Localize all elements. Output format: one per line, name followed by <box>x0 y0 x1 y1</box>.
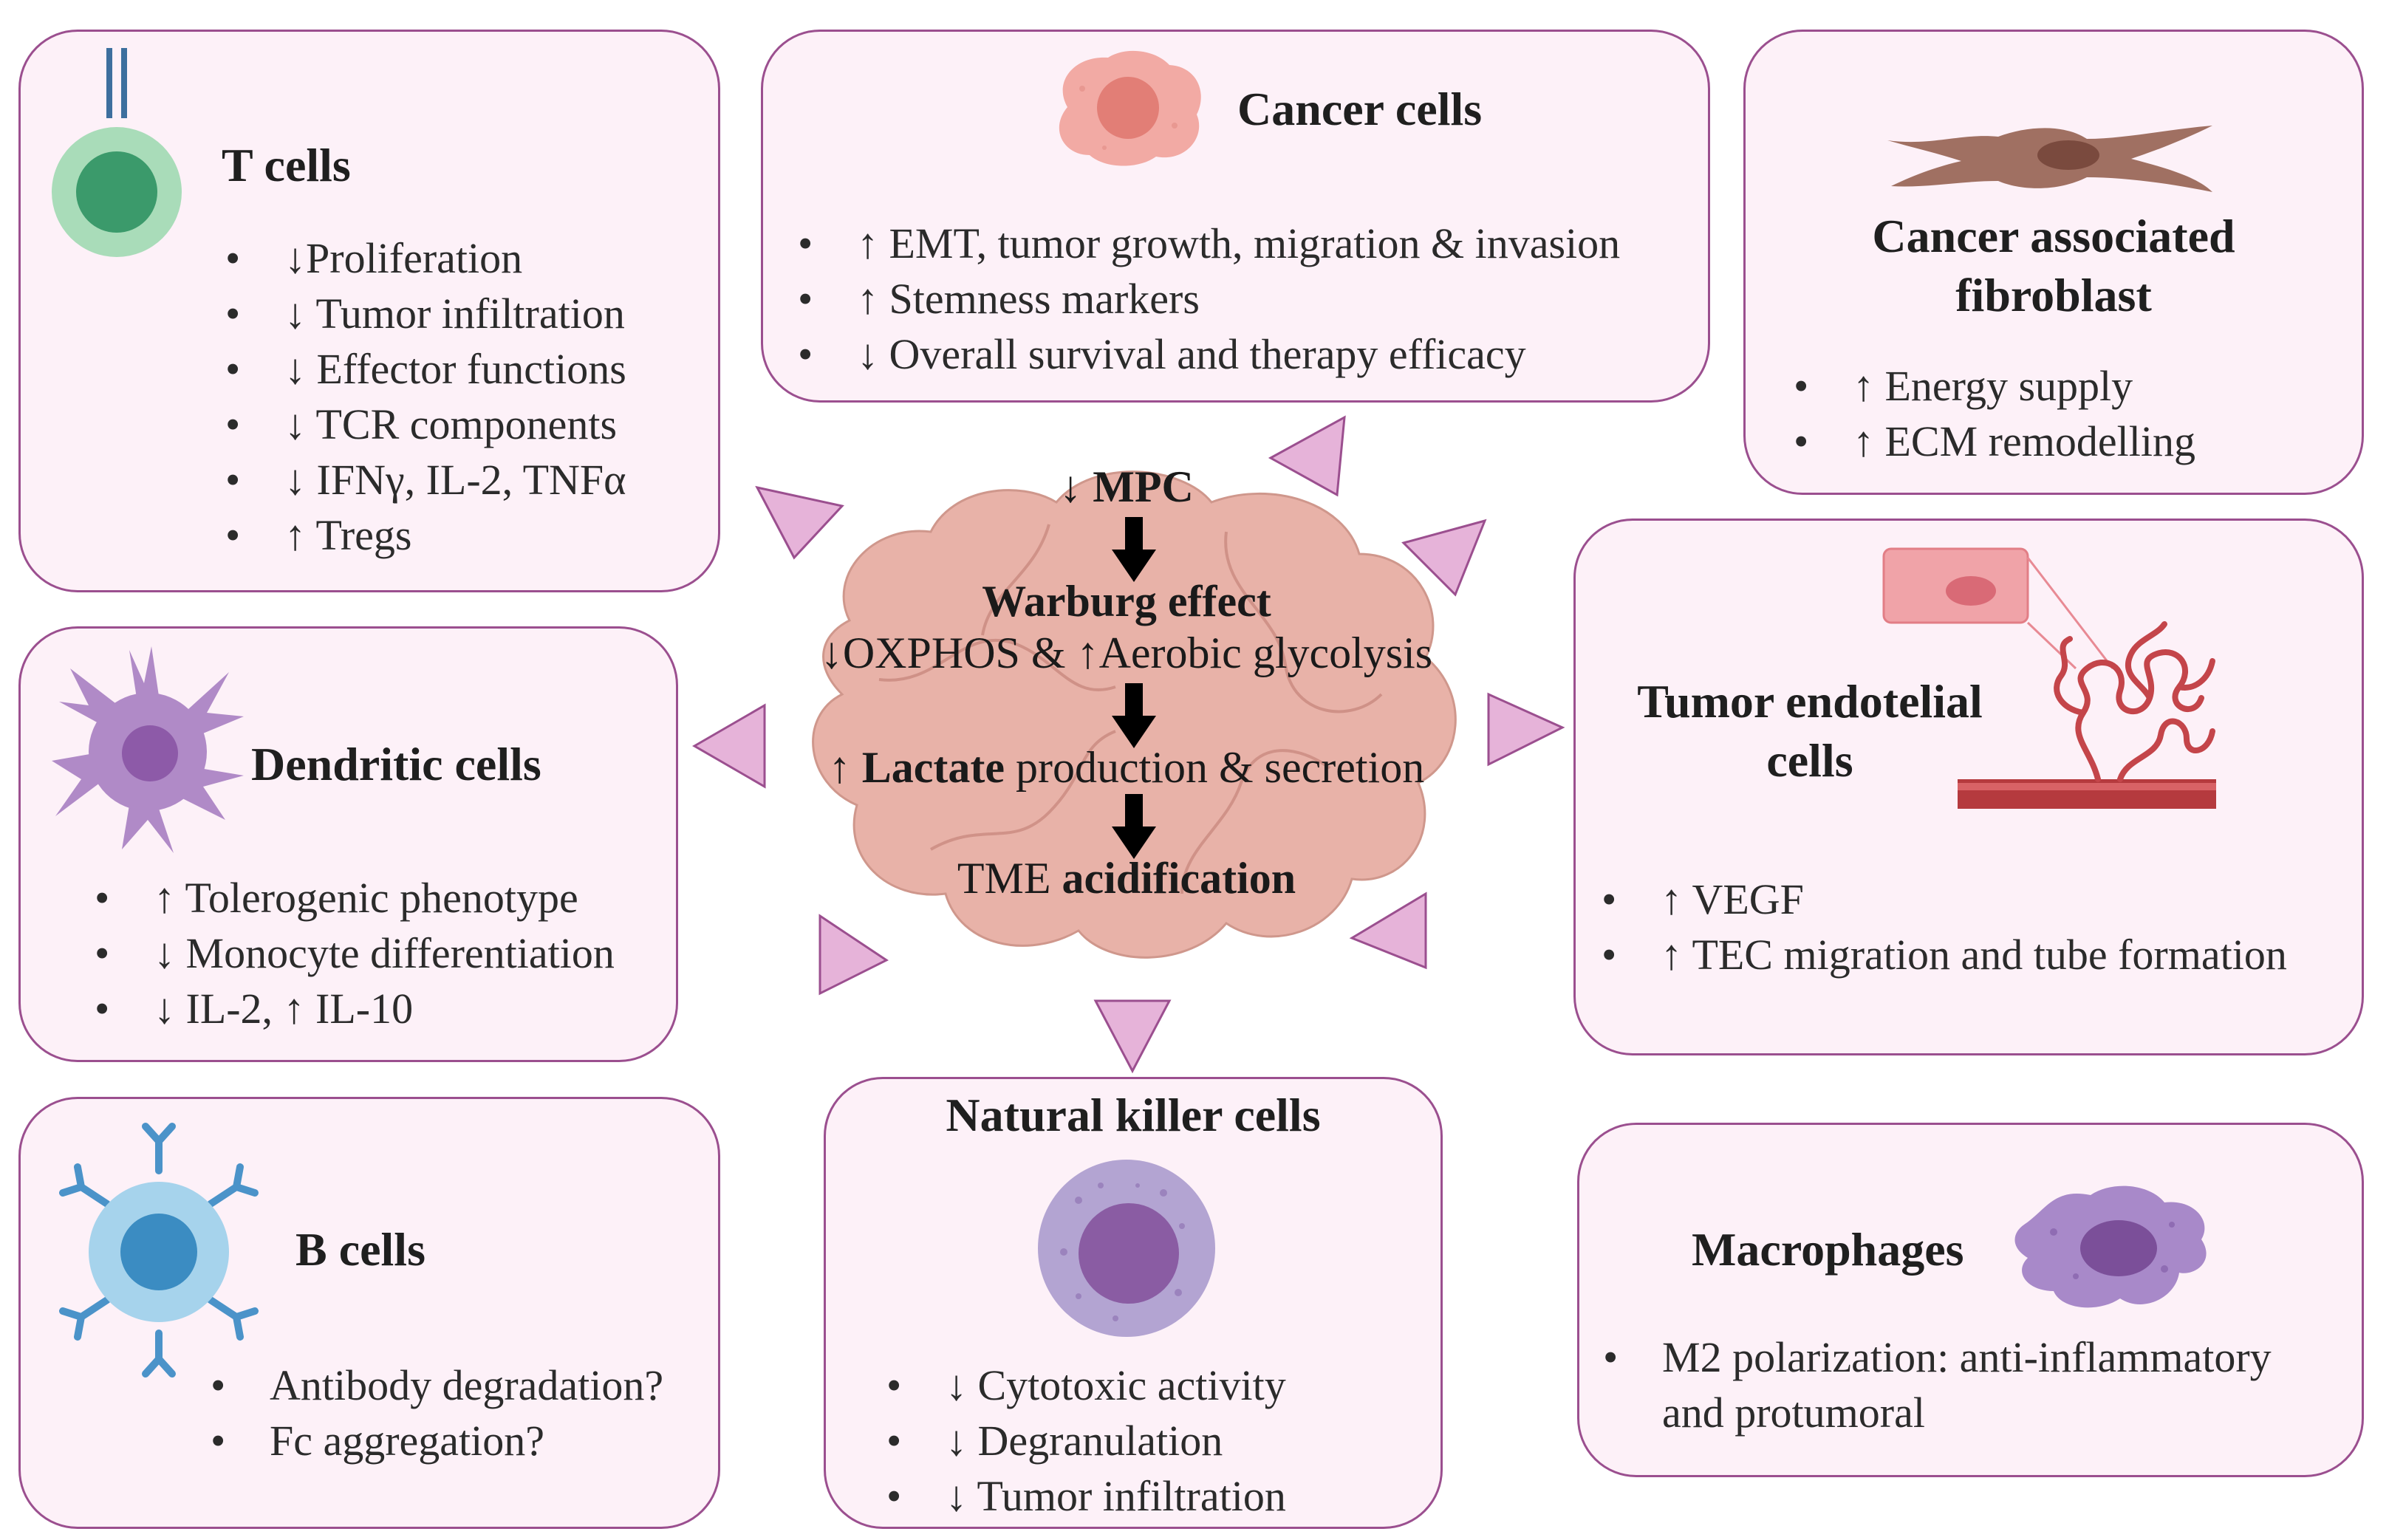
mpc-label: ↓ MPC <box>960 462 1293 513</box>
cancer-cells-title: Cancer cells <box>1237 83 1483 135</box>
triangle-to-t-cells <box>755 485 844 560</box>
triangle-to-dendritic <box>692 703 766 789</box>
b-cells-title: B cells <box>295 1223 425 1276</box>
macrophages-list: M2 polarization: anti-inflammatory and p… <box>1603 1329 2327 1440</box>
list-item: ↓ Effector functions <box>225 341 626 397</box>
list-item: ↑ Tolerogenic phenotype <box>95 870 615 925</box>
triangle-to-tec <box>1487 692 1565 767</box>
dendritic-cells-title: Dendritic cells <box>251 738 541 790</box>
endothelial-vessel-icon <box>1882 547 2216 809</box>
fibroblast-icon <box>1887 126 2212 192</box>
list-item: ↓ Overall survival and therapy efficacy <box>798 326 1620 382</box>
t-cells-title: T cells <box>222 139 351 191</box>
list-item: Fc aggregation? <box>211 1413 663 1468</box>
warburg-label: Warburg effect <box>982 577 1271 626</box>
list-item: ↓ IL-2, ↑ IL-10 <box>95 981 615 1036</box>
list-item: ↓ Degranulation <box>886 1413 1286 1468</box>
list-item: ↓ TCR components <box>225 397 626 452</box>
list-item: ↓ IFNγ, IL-2, TNFα <box>225 452 626 507</box>
mpc-text: MPC <box>1093 462 1194 511</box>
caf-title-line2: fibroblast <box>1955 269 2152 321</box>
triangle-to-cancer-cells <box>1268 415 1346 497</box>
cancer-cell-icon <box>1059 50 1201 166</box>
tme-bold: acidification <box>1062 854 1296 903</box>
list-item: ↑ VEGF <box>1602 872 2287 927</box>
triangle-to-caf <box>1401 519 1487 597</box>
b-cell-icon <box>59 1123 259 1378</box>
lactate-bold: Lactate <box>861 743 1005 792</box>
tec-title-line1: Tumor endotelial <box>1637 675 1983 728</box>
oxphos-label: ↓OXPHOS & ↑Aerobic glycolysis <box>820 629 1433 677</box>
lactate-rest: production & secretion <box>1005 743 1425 792</box>
lactate-arrow: ↑ <box>828 743 862 792</box>
tec-list: ↑ VEGF ↑ TEC migration and tube formatio… <box>1602 872 2287 982</box>
list-item: ↑ ECM remodelling <box>1794 414 2195 469</box>
triangle-to-b-cells <box>818 914 889 996</box>
down-arrow-icon <box>1112 683 1156 748</box>
lactate-label: ↑ Lactate production & secretion <box>776 742 1477 793</box>
nk-cells-title: Natural killer cells <box>946 1089 1321 1141</box>
down-arrow-icon <box>1112 517 1156 582</box>
t-cell-icon <box>52 48 182 257</box>
t-cells-list: ↓Proliferation ↓ Tumor infiltration ↓ Ef… <box>225 230 626 563</box>
list-item: ↓ Monocyte differentiation <box>95 925 615 981</box>
b-cells-list: Antibody degradation? Fc aggregation? <box>211 1358 663 1468</box>
list-item: ↑ Tregs <box>225 507 626 563</box>
down-arrow-icon <box>1112 794 1156 859</box>
nk-cells-list: ↓ Cytotoxic activity ↓ Degranulation ↓ T… <box>886 1358 1286 1524</box>
list-item: ↓ Tumor infiltration <box>225 286 626 341</box>
dendritic-cell-icon <box>52 646 244 853</box>
tme-label: TME acidification <box>850 853 1404 904</box>
macrophages-title: Macrophages <box>1692 1223 1964 1276</box>
list-item: ↑ Stemness markers <box>798 271 1620 326</box>
caf-list: ↑ Energy supply ↑ ECM remodelling <box>1794 358 2195 469</box>
macrophage-icon <box>2014 1185 2207 1308</box>
list-item: ↑ Energy supply <box>1794 358 2195 414</box>
triangle-to-nk <box>1093 999 1172 1074</box>
list-item: ↓Proliferation <box>225 230 626 286</box>
list-item: ↓ Cytotoxic activity <box>886 1358 1286 1413</box>
tec-title-line2: cells <box>1766 734 1853 787</box>
dendritic-cells-list: ↑ Tolerogenic phenotype ↓ Monocyte diffe… <box>95 870 615 1036</box>
list-item: ↑ EMT, tumor growth, migration & invasio… <box>798 216 1620 271</box>
list-item: M2 polarization: anti-inflammatory and p… <box>1603 1329 2327 1440</box>
list-item: ↓ Tumor infiltration <box>886 1468 1286 1524</box>
list-item: Antibody degradation? <box>211 1358 663 1413</box>
caf-title-line1: Cancer associated <box>1872 210 2235 262</box>
mpc-arrow: ↓ <box>1059 462 1093 511</box>
tec-title: Tumor endotelial cells <box>1618 672 2002 790</box>
triangle-to-macrophages <box>1349 892 1427 970</box>
tme-text: TME <box>957 854 1062 903</box>
nk-cell-icon <box>1038 1160 1215 1337</box>
cancer-cells-list: ↑ EMT, tumor growth, migration & invasio… <box>798 216 1620 382</box>
caf-title: Cancer associated fibroblast <box>1743 207 2364 325</box>
list-item: ↑ TEC migration and tube formation <box>1602 927 2287 982</box>
